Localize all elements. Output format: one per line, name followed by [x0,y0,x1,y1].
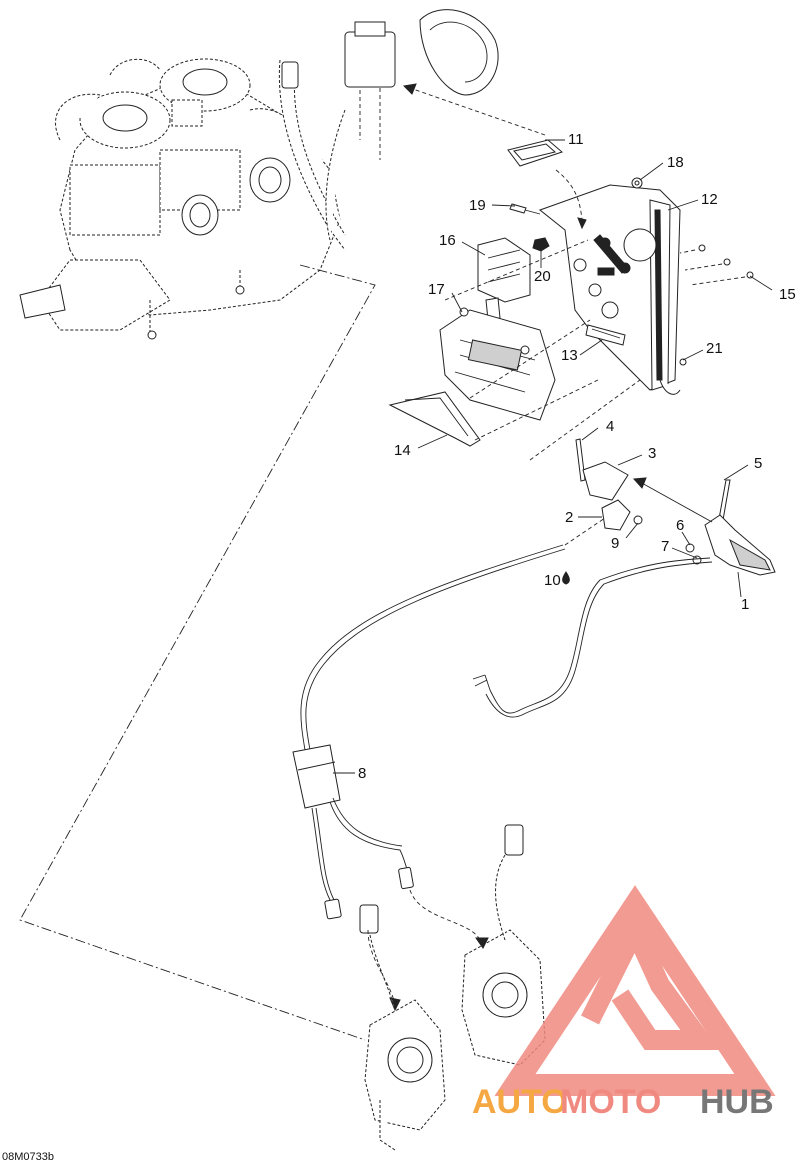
callout-7: 7 [661,538,669,555]
diagram-code: 08M0733b [2,1151,54,1163]
throttle-housing-drawing [325,9,499,241]
callout-21: 21 [706,340,723,357]
callout-16: 16 [439,232,456,249]
leader-housing [409,87,546,136]
watermark-text-hub: HUB [700,1083,774,1121]
callout-10: 10 [544,572,561,589]
bracket-assembly [388,139,754,461]
callout-18: 18 [667,154,684,171]
callout-8: 8 [358,765,366,782]
callout-12: 12 [701,191,718,208]
callout-17: 17 [428,281,445,298]
alignment-line-left [19,264,376,1041]
arrowhead-housing [402,83,417,95]
watermark-text-auto: AUTO [472,1083,568,1121]
callout-2: 2 [565,509,573,526]
callout-9: 9 [611,535,619,552]
callout-20: 20 [534,268,551,285]
watermark-logo [494,885,776,1096]
callout-4: 4 [606,418,614,435]
callout-11: 11 [568,131,584,148]
throttle-cable [292,544,566,920]
engine-drawing [19,58,346,340]
callout-6: 6 [676,517,684,534]
carburetor-left [359,904,446,1151]
callout-13: 13 [561,347,578,364]
callout-19: 19 [469,197,486,214]
callout-3: 3 [648,445,656,462]
callout-14: 14 [394,442,411,459]
callout-1: 1 [741,596,749,613]
callouts: 1 2 3 4 5 6 7 8 9 10 11 12 13 14 15 16 1… [333,131,796,782]
watermark-text-moto: MOTO [560,1083,661,1121]
callout-5: 5 [754,455,762,472]
callout-15: 15 [779,286,796,303]
throttle-lever-assembly [472,438,776,718]
